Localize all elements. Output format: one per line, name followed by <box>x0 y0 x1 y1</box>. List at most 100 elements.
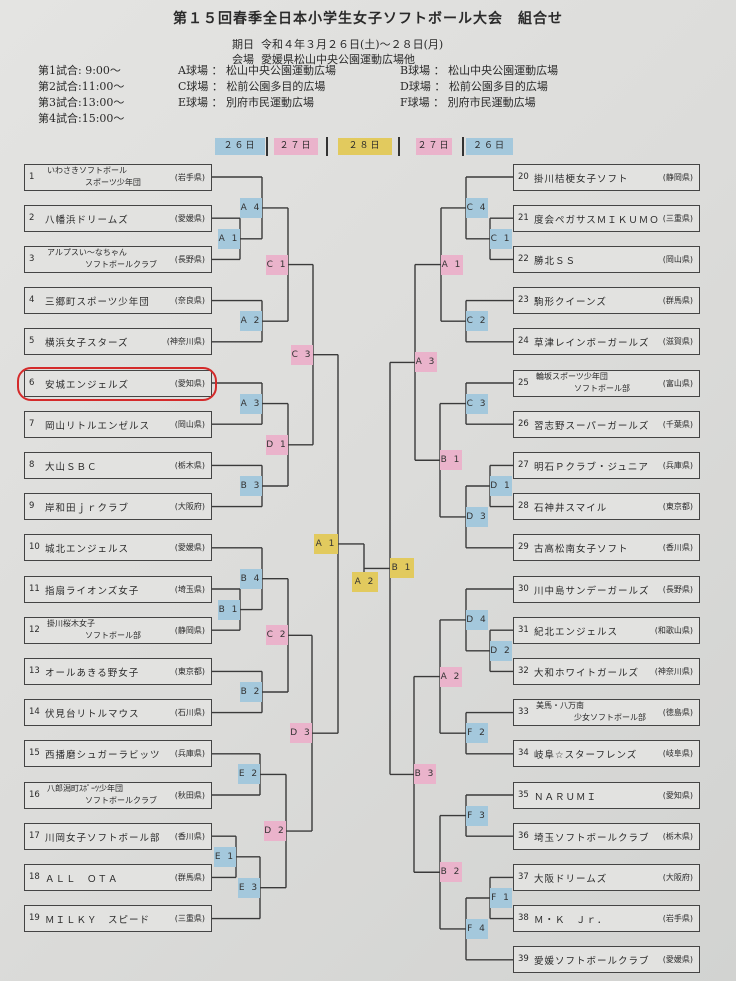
team-name: 石神井スマイル <box>534 503 608 515</box>
field-row: B球場 ： 松山中央公園運動広場 <box>400 62 558 78</box>
team-name: 岸和田ｊｒクラブ <box>45 503 130 515</box>
match-label-fa1: A 1 <box>314 533 338 554</box>
team-prefecture: (岡山県) <box>174 419 205 429</box>
team-number: 15 <box>29 748 40 759</box>
team-name: 掛川桔梗女子ソフト <box>534 173 629 185</box>
team-number: 36 <box>518 830 529 841</box>
day-label: ２６日 <box>466 138 513 155</box>
team-prefecture: (東京都) <box>662 502 693 512</box>
game-time-3: 第3試合:13:00～ <box>38 96 125 109</box>
team-name: 城北エンジェルス <box>45 544 130 556</box>
team-number: 9 <box>29 501 35 512</box>
match-label-rf3: F 3 <box>466 805 488 826</box>
team-name: 八幡浜ドリームズ <box>45 214 129 226</box>
match-label-rb2: B 2 <box>440 862 462 883</box>
team-name-line1: アルプスい～なちゃん <box>47 247 127 257</box>
field-name: 松前公園多目的広場 <box>226 80 326 93</box>
team-name-line2: ソフトボール部 <box>574 383 630 393</box>
day-label: ２７日 <box>416 138 452 155</box>
team-number: 6 <box>29 377 35 388</box>
team-number: 3 <box>29 253 35 264</box>
field-sep: ： <box>429 96 448 109</box>
match-label-la2: A 2 <box>240 311 262 332</box>
team-number: 1 <box>29 171 35 182</box>
team-number: 25 <box>518 377 529 388</box>
date-row: 期日 令和４年３月２６日(土)～２８日(月) <box>232 36 443 52</box>
team-number: 10 <box>29 542 40 553</box>
team-number: 28 <box>518 501 529 512</box>
match-label-la3: A 3 <box>240 393 262 414</box>
field-label: D球場 <box>400 80 431 93</box>
team-prefecture: (和歌山県) <box>654 625 693 635</box>
team-name: 習志野スーパーガールズ <box>534 420 650 432</box>
match-label-ld1: D 1 <box>266 434 288 455</box>
team-prefecture: (香川県) <box>662 543 693 553</box>
day-divider <box>326 137 328 156</box>
team-box: 37 大阪ドリームズ (大阪府) <box>513 863 700 891</box>
match-label-la4: A 4 <box>240 197 262 218</box>
team-number: 18 <box>29 871 40 882</box>
team-prefecture: (埼玉県) <box>174 584 205 594</box>
match-label-la1: A 1 <box>218 228 240 249</box>
team-prefecture: (長野県) <box>174 254 205 264</box>
team-number: 22 <box>518 253 529 264</box>
team-name: 愛媛ソフトボールクラブ <box>534 956 650 968</box>
match-label-lc2: C 2 <box>266 625 288 646</box>
team-box: 3 アルプスい～なちゃんソフトボールクラブ (長野県) <box>24 245 212 273</box>
team-name-line1: 掛川桜木女子 <box>47 618 95 628</box>
date-value: 令和４年３月２６日(土)～２８日(月) <box>261 38 444 51</box>
team-number: 31 <box>518 624 529 635</box>
team-number: 30 <box>518 583 529 594</box>
venue-value: 愛媛県松山中央公園運動広場他 <box>261 53 415 66</box>
field-name: 別府市民運動広場 <box>226 96 315 109</box>
match-label-le1: E 1 <box>214 846 236 867</box>
game-time-4: 第4試合:15:00～ <box>38 112 125 125</box>
match-label-ra3: A 3 <box>415 352 437 373</box>
highlight-circle <box>17 367 217 401</box>
team-number: 17 <box>29 830 40 841</box>
team-name: 三郷町スポーツ少年団 <box>45 297 150 309</box>
team-number: 37 <box>518 871 529 882</box>
match-label-lb4: B 4 <box>240 568 262 589</box>
team-name-line2: スポーツ少年団 <box>85 177 141 187</box>
team-name: 横浜女子スターズ <box>45 338 129 350</box>
team-name: 岐阜☆スターフレンズ <box>534 750 638 762</box>
day-label: ２８日 <box>338 138 392 155</box>
team-name: 西播磨シュガーラビッツ <box>45 750 161 762</box>
venue-row: 会場 愛媛県松山中央公園運動広場他 <box>232 51 415 67</box>
team-number: 16 <box>29 789 40 800</box>
team-name: 安城エンジェルズ <box>45 379 130 391</box>
match-label-lb1: B 1 <box>218 599 240 620</box>
team-number: 12 <box>29 624 40 635</box>
team-number: 38 <box>518 913 529 924</box>
team-prefecture: (千葉県) <box>662 419 693 429</box>
team-prefecture: (岐阜県) <box>662 749 693 759</box>
field-sep: ： <box>430 64 449 77</box>
team-prefecture: (愛知県) <box>662 790 693 800</box>
team-number: 4 <box>29 295 35 306</box>
game-time-1: 第1試合: 9:00～ <box>38 64 121 77</box>
team-prefecture: (大阪府) <box>662 872 693 882</box>
team-number: 8 <box>29 459 35 470</box>
team-prefecture: (静岡県) <box>174 625 205 635</box>
team-number: 19 <box>29 913 40 924</box>
match-label-rc4: C 4 <box>466 197 488 218</box>
match-label-ld3: D 3 <box>290 723 312 744</box>
team-name: 岡山リトルエンゼルス <box>45 420 151 432</box>
team-number: 35 <box>518 789 529 800</box>
team-name: 大山ＳＢＣ <box>45 461 98 473</box>
team-name-line2: ソフトボールクラブ <box>85 259 157 269</box>
team-name: 大阪ドリームズ <box>534 873 608 885</box>
